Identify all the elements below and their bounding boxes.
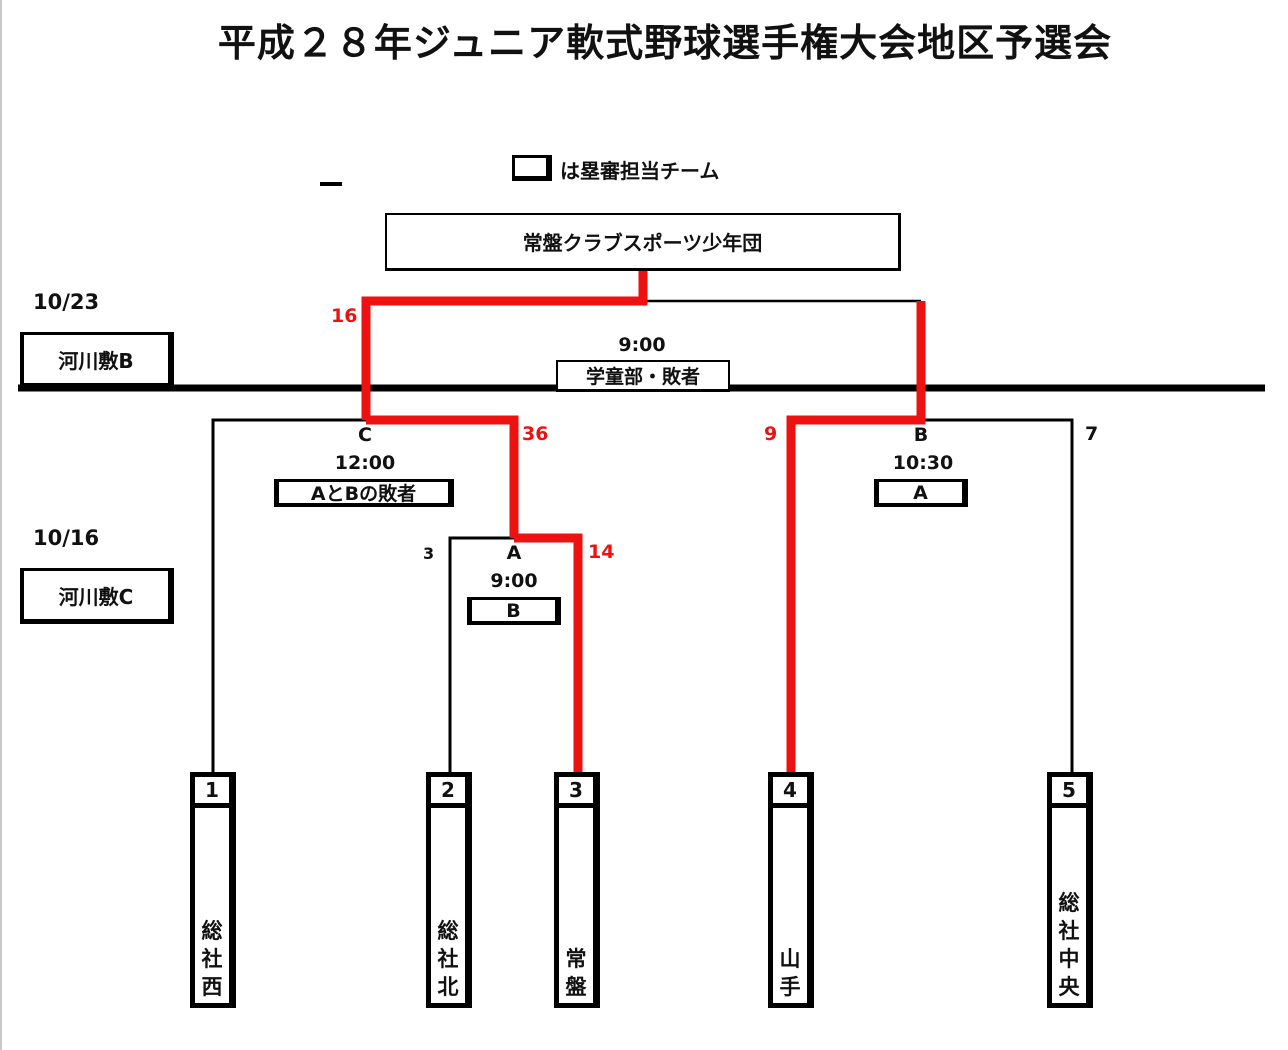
team-name-char: 社	[1058, 919, 1080, 943]
legend-umpire-box-icon	[512, 155, 552, 181]
venue-box: 河川敷C	[20, 568, 174, 624]
team-name: 総 社 中 央	[1052, 889, 1086, 1001]
team-name: 総 社 西	[195, 917, 229, 1001]
game-a-left-score: 3	[423, 544, 435, 563]
team-name-char: 手	[779, 975, 801, 999]
team-seed: 5	[1052, 777, 1086, 808]
final-umpire: 学童部・敗者	[585, 366, 700, 388]
team-name-char: 総	[437, 919, 459, 943]
game-c-umpire: AとBの敗者	[310, 483, 417, 505]
game-c-umpire-box: AとBの敗者	[274, 479, 454, 507]
team-name-char: 北	[437, 975, 459, 999]
venue-name: 河川敷C	[58, 584, 134, 609]
round-date: 10/16	[33, 526, 100, 550]
team-slot: 3 常 盤	[554, 772, 600, 1008]
team-name-char: 社	[437, 947, 459, 971]
team-slot: 1 総 社 西	[190, 772, 236, 1008]
team-name-char: 社	[201, 947, 223, 971]
champion-name: 常盤クラブスポーツ少年団	[522, 231, 763, 255]
winner-path-right	[786, 301, 926, 778]
legend-text: は塁審担当チーム	[560, 159, 720, 183]
round-date: 10/23	[33, 290, 100, 314]
winner-path-game-a	[514, 533, 583, 778]
team-slot: 5 総 社 中 央	[1047, 772, 1093, 1008]
game-a-umpire: B	[506, 599, 521, 622]
winner-path-final	[361, 271, 648, 420]
team-name: 総 社 北	[431, 917, 465, 1001]
page-title: 平成２８年ジュニア軟式野球選手権大会地区予選会	[217, 21, 1113, 65]
team-name-char: 総	[1058, 891, 1080, 915]
game-b-id: B	[913, 424, 929, 446]
game-a-bracket-left	[448, 536, 514, 780]
team-name: 山 手	[773, 945, 807, 1001]
team-name: 常 盤	[559, 945, 593, 1001]
team-seed: 2	[431, 777, 465, 808]
winner-path-game-c	[366, 415, 519, 538]
game-b-right-score: 7	[1085, 423, 1099, 445]
venue-box: 河川敷B	[20, 332, 174, 388]
team-name-char: 西	[201, 975, 223, 999]
team-slot: 4 山 手	[768, 772, 814, 1008]
team-name-char: 常	[565, 947, 587, 971]
game-c-bracket-left	[211, 418, 366, 780]
team-name-char: 中	[1058, 947, 1080, 971]
game-c-right-score: 36	[522, 423, 549, 445]
team-name-char: 盤	[565, 975, 587, 999]
team-slot: 2 総 社 北	[426, 772, 472, 1008]
final-left-score: 16	[331, 305, 358, 327]
game-b-time: 10:30	[892, 452, 954, 474]
game-a-id: A	[506, 542, 522, 564]
game-b-bracket-right	[921, 418, 1074, 780]
final-time: 9:00	[618, 334, 666, 356]
champion-box: 常盤クラブスポーツ少年団	[385, 213, 901, 271]
page-left-border	[0, 0, 2, 1050]
team-seed: 3	[559, 777, 593, 808]
dash-mark	[320, 182, 342, 186]
venue-name: 河川敷B	[58, 348, 134, 373]
team-name-char: 山	[779, 947, 801, 971]
game-b-umpire-box: A	[874, 479, 968, 507]
team-seed: 4	[773, 777, 807, 808]
game-b-umpire: A	[913, 481, 928, 504]
team-name-char: 央	[1058, 975, 1080, 999]
game-a-umpire-box: B	[467, 597, 561, 625]
game-a-time: 9:00	[490, 570, 538, 592]
game-c-time: 12:00	[334, 452, 396, 474]
final-umpire-box: 学童部・敗者	[556, 360, 730, 392]
team-name-char: 総	[201, 919, 223, 943]
team-seed: 1	[195, 777, 229, 808]
game-a-right-score: 14	[588, 541, 615, 563]
game-b-left-score: 9	[764, 423, 778, 445]
game-c-id: C	[358, 424, 372, 446]
